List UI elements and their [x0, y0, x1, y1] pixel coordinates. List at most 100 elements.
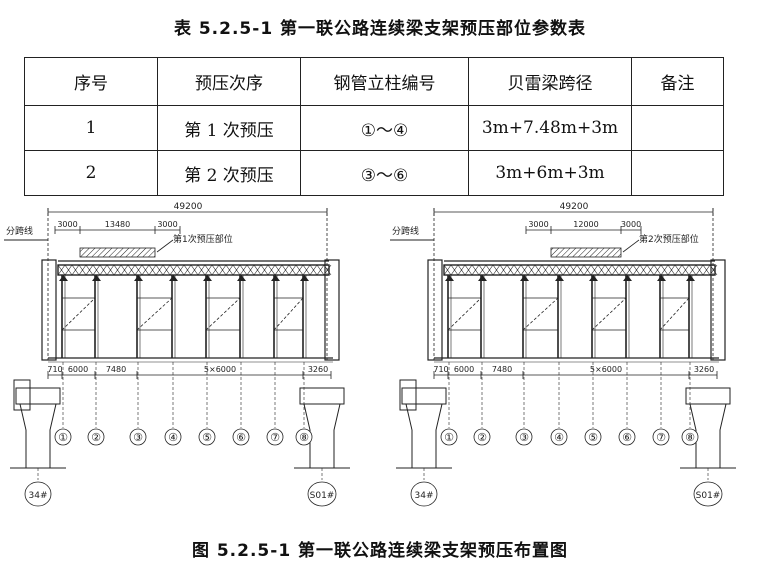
right-pier-cap: [299, 387, 345, 405]
truss-diagonal: [569, 264, 578, 276]
bracing-diagonal: [522, 297, 559, 331]
truss-diagonal: [267, 264, 276, 276]
column-number-marker: [473, 428, 491, 446]
truss-diagonal: [71, 264, 80, 276]
preload-dim-label: 3000: [621, 220, 641, 229]
column-number-marker: [54, 428, 72, 446]
truss-diagonal: [197, 264, 206, 276]
truss-diagonal: [520, 264, 529, 276]
column-cap: [657, 275, 666, 281]
truss-diagonal: [534, 264, 543, 276]
table-row: 1 第 1 次预压 ①～④ 3m+7.48m+3m: [24, 105, 724, 151]
column-number-label: ⑧: [299, 431, 309, 444]
column-number-label: ⑥: [622, 431, 632, 444]
truss-diagonal: [541, 264, 550, 276]
truss-diagonal: [506, 264, 515, 276]
truss-diagonal: [695, 264, 704, 276]
truss-diagonal: [688, 264, 697, 276]
preload-label-leader: [622, 239, 640, 253]
column-number-label: ④: [554, 431, 564, 444]
truss-diagonal: [618, 264, 627, 276]
truss-diagonal: [281, 264, 290, 276]
cell-remarks: [631, 150, 724, 196]
bracing-diagonal: [447, 297, 482, 331]
truss-diagonal: [64, 264, 73, 276]
table-title: 表 5.2.5-1 第一联公路连续梁支架预压部位参数表: [173, 19, 587, 39]
truss-diagonal: [492, 264, 501, 276]
truss-diagonal: [457, 264, 466, 276]
truss-diagonal: [155, 264, 164, 276]
truss-diagonal: [92, 264, 101, 276]
truss-diagonal: [464, 264, 473, 276]
column-number-marker: [129, 428, 147, 446]
right-pier-column: [324, 259, 340, 361]
column-number-marker: [440, 428, 458, 446]
bottom-dim-label: 3260: [308, 365, 328, 374]
bottom-dim-label: 710: [433, 365, 448, 374]
preload-zone-label: 第2次预压部位: [639, 233, 699, 245]
bottom-dim-label: 5×6000: [204, 365, 236, 374]
truss-diagonal: [246, 264, 255, 276]
preload-zone: [79, 247, 156, 258]
truss-diagonal: [702, 264, 711, 276]
truss-diagonal: [99, 264, 108, 276]
truss-diagonal: [120, 264, 129, 276]
bracing-diagonal: [205, 297, 241, 331]
header-order: 预压次序: [157, 57, 301, 106]
right-pier-cap: [685, 387, 731, 405]
truss-diagonal: [225, 264, 234, 276]
column-cap: [237, 275, 246, 281]
total-dim-label: 49200: [174, 202, 203, 212]
column-number-label: ①: [58, 431, 68, 444]
total-dim-label: 49200: [560, 202, 589, 212]
truss-diagonal: [590, 264, 599, 276]
pier-left-label: 34#: [29, 491, 48, 501]
truss-diagonal: [597, 264, 606, 276]
truss-diagonal: [302, 264, 311, 276]
header-seq: 序号: [24, 57, 158, 106]
bracing-diagonal: [136, 297, 173, 331]
truss-diagonal: [169, 264, 178, 276]
column-cap: [271, 275, 280, 281]
bottom-dim-label: 7480: [106, 365, 126, 374]
column-number-marker: [266, 428, 284, 446]
right-pier-shaft: [303, 403, 341, 468]
truss-diagonal: [611, 264, 620, 276]
header-remarks: 备注: [631, 57, 724, 106]
preload-dim-label: 3000: [57, 220, 77, 229]
column-number-marker: [295, 428, 313, 446]
bracing-diagonal: [591, 297, 627, 331]
cell-seq: 1: [24, 105, 158, 151]
pier-id-marker: [693, 481, 723, 507]
pier-right-label: S01#: [310, 491, 335, 501]
truss-diagonal: [646, 264, 655, 276]
truss-diagonal: [57, 264, 66, 276]
preload-dim-label: 12000: [573, 220, 598, 229]
truss-diagonal: [176, 264, 185, 276]
split-line-label: 分跨线: [6, 225, 33, 237]
column-number-marker: [550, 428, 568, 446]
column-cap: [555, 275, 564, 281]
bottom-dim-label: 6000: [454, 365, 474, 374]
cell-remarks: [631, 105, 724, 151]
truss-diagonal: [653, 264, 662, 276]
column-number-label: ⑧: [685, 431, 695, 444]
column-cap: [623, 275, 632, 281]
split-line-label: 分跨线: [392, 225, 419, 237]
bottom-dim-label: 710: [47, 365, 62, 374]
truss-diagonal: [485, 264, 494, 276]
column-cap: [203, 275, 212, 281]
preload-dim-label: 3000: [157, 220, 177, 229]
truss-diagonal: [134, 264, 143, 276]
truss-diagonal: [78, 264, 87, 276]
column-number-marker: [515, 428, 533, 446]
right-pier-column: [710, 259, 726, 361]
truss-diagonal: [162, 264, 171, 276]
column-cap: [686, 275, 695, 281]
column-number-marker: [652, 428, 670, 446]
column-cap: [59, 275, 68, 281]
column-number-marker: [584, 428, 602, 446]
left-pier-bracket: [399, 379, 417, 411]
column-number-label: ⑤: [588, 431, 598, 444]
